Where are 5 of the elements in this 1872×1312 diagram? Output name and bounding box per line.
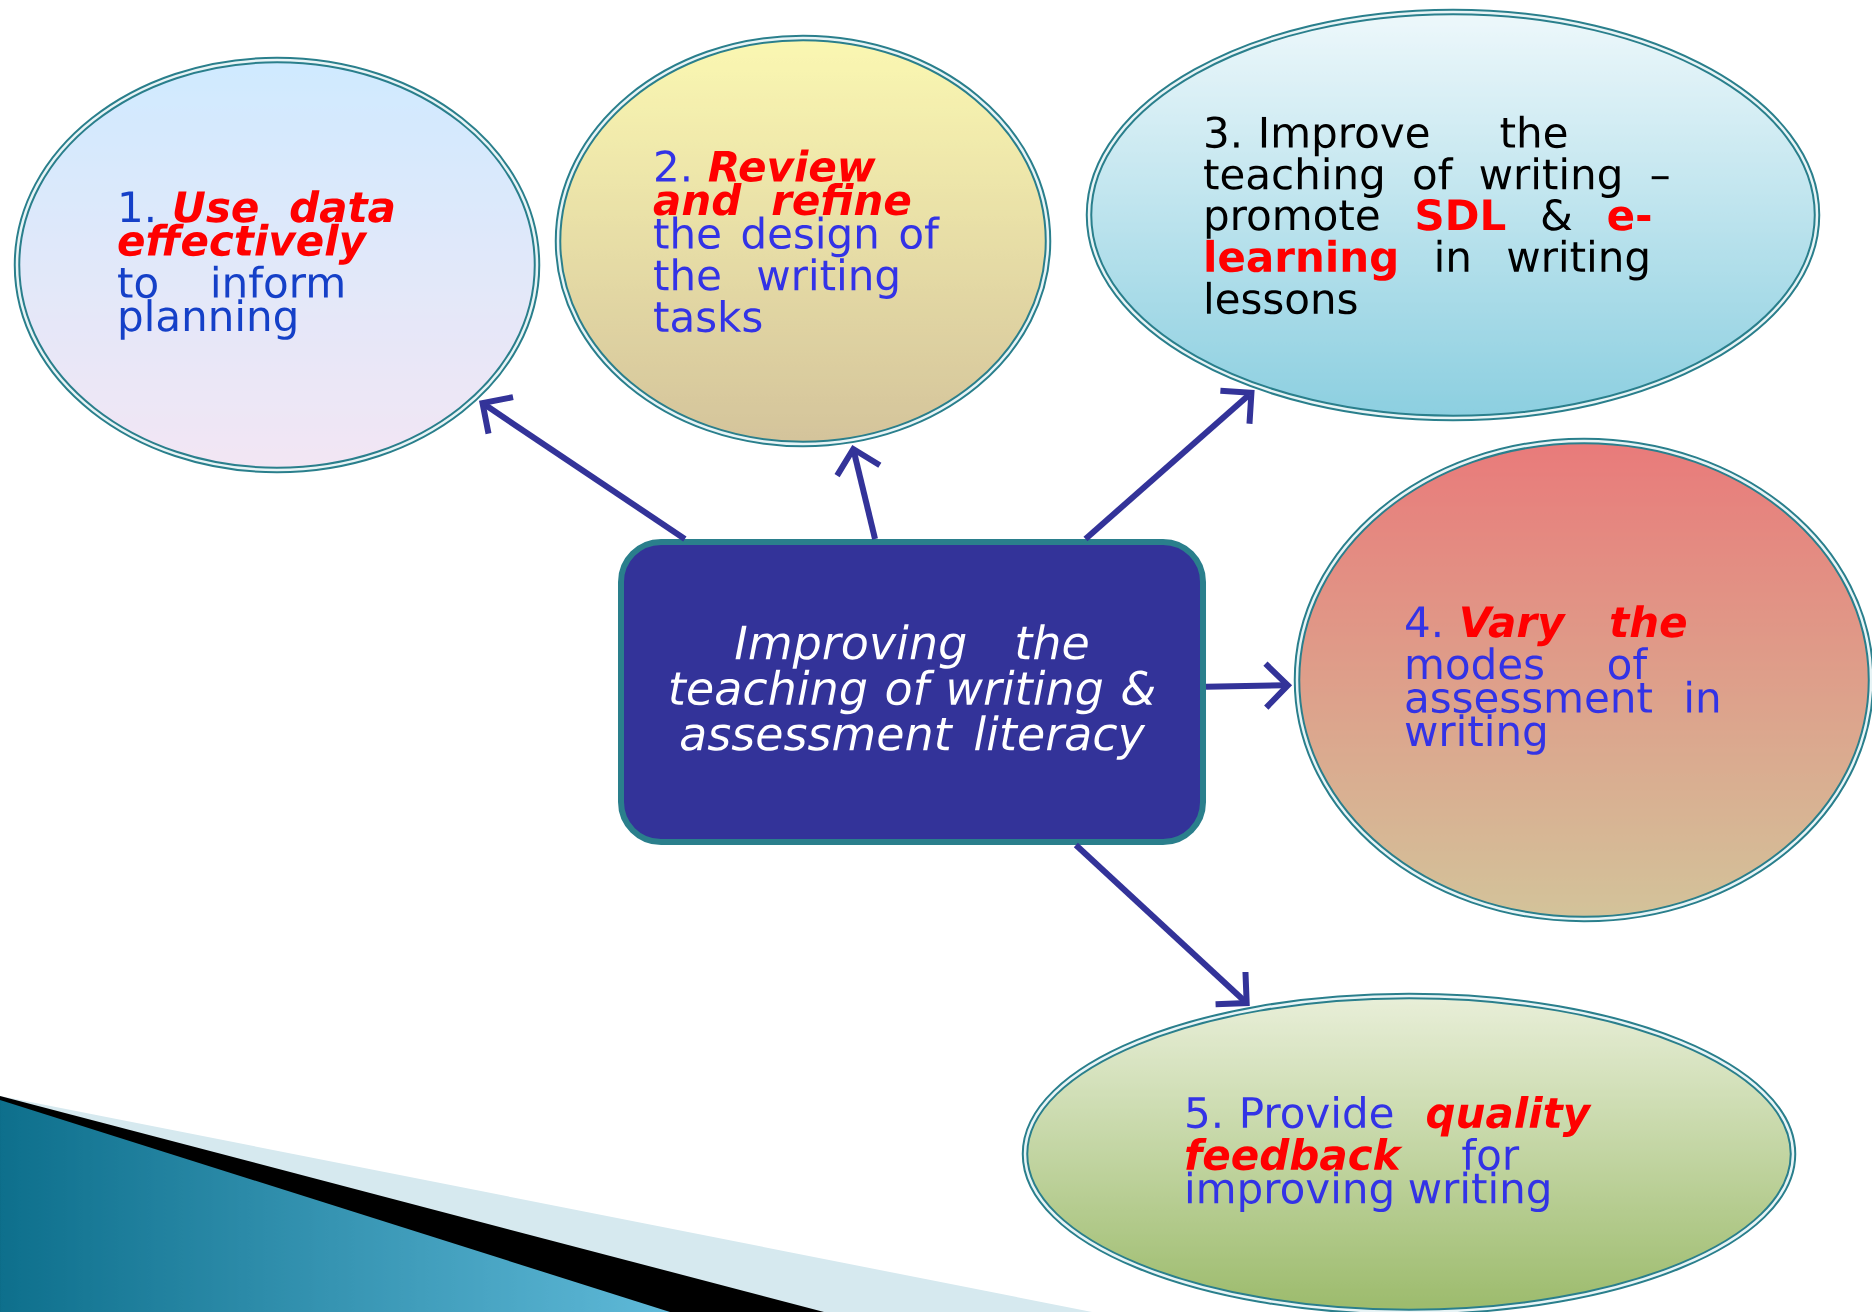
arrow xyxy=(479,394,687,542)
arrow xyxy=(1073,842,1250,1008)
arrow xyxy=(834,444,882,540)
arrow xyxy=(1083,387,1255,542)
topic-box: Improving the teaching of writing & assessment literacy xyxy=(618,539,1206,845)
